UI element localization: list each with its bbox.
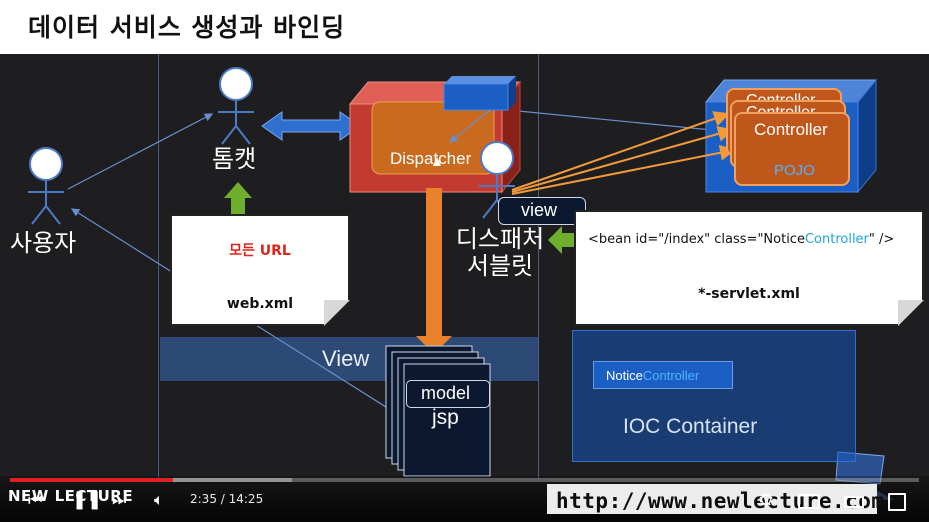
url-banner-bg xyxy=(547,484,877,514)
skip-forward-icon[interactable]: ⏭ xyxy=(112,490,127,509)
model-tag: model xyxy=(406,380,490,408)
ioc-bean: NoticeController xyxy=(593,361,733,389)
web-xml-note: 모든 URL web.xml xyxy=(170,214,350,326)
green-arrow-up xyxy=(224,182,252,214)
web-xml-highlight: 모든 URL xyxy=(229,243,291,259)
view-tag: view xyxy=(498,197,586,225)
page-title: 데이터 서비스 생성과 바인딩 xyxy=(28,13,346,42)
channel-logo: NEW LECTURE xyxy=(8,487,134,505)
progress-played[interactable] xyxy=(10,478,173,482)
tomcat-dispatcher-arrow xyxy=(261,111,361,141)
theater-icon[interactable] xyxy=(844,496,864,508)
pojo-label: POJO xyxy=(774,162,815,179)
note-fold xyxy=(324,300,350,326)
green-arrow-left xyxy=(548,226,576,254)
user-figure xyxy=(28,147,64,225)
title-bar: 데이터 서비스 생성과 바인딩 xyxy=(0,0,929,54)
note-fold xyxy=(898,300,924,326)
volume-icon[interactable]: 🔈︎ xyxy=(154,490,164,509)
lane-divider xyxy=(538,54,539,479)
time-display: 2:35 / 14:25 xyxy=(190,492,264,506)
pause-icon[interactable]: ❚❚ xyxy=(72,489,103,510)
controller-label: Controller xyxy=(754,120,828,139)
settings-icon[interactable]: ⚙ xyxy=(758,490,775,511)
controller-card-front: Controller POJO xyxy=(734,112,850,186)
progress-track[interactable] xyxy=(10,478,919,482)
orange-down-arrow xyxy=(416,188,452,354)
handler-box xyxy=(443,76,516,111)
skip-back-icon[interactable]: ⏮ xyxy=(28,490,43,509)
url-banner: http://www.newlecture.com xyxy=(556,489,885,513)
controller-line xyxy=(511,144,736,195)
controller-line xyxy=(511,111,730,191)
fullscreen-icon[interactable] xyxy=(888,493,906,511)
request-line xyxy=(67,113,214,190)
lookup-line xyxy=(497,108,733,133)
servlet-xml-note: <bean id="/index" class="NoticeControlle… xyxy=(574,210,924,326)
web-xml-file: web.xml xyxy=(226,296,294,312)
controller-line xyxy=(511,126,734,193)
dispatcher-servlet-label: 디스패처 서블릿 xyxy=(455,225,545,280)
jsp-label: jsp xyxy=(432,406,459,429)
ioc-label: IOC Container xyxy=(623,415,758,438)
servlet-xml-file: *-servlet.xml xyxy=(698,286,800,302)
miniplayer-icon[interactable] xyxy=(798,494,820,509)
handler-line xyxy=(449,109,491,143)
mouse-cursor xyxy=(433,157,441,166)
user-label: 사용자 xyxy=(10,229,77,257)
lane-divider xyxy=(158,54,159,479)
view-band-label: View xyxy=(322,346,370,371)
tomcat-figure xyxy=(218,67,254,145)
video-slide[interactable]: View xyxy=(0,54,929,522)
dispatcher-label: Dispatcher xyxy=(390,149,472,168)
tomcat-label: 톰캣 xyxy=(212,145,257,173)
bean-definition: <bean id="/index" class="NoticeControlle… xyxy=(588,232,895,247)
ioc-container: NoticeController IOC Container xyxy=(572,330,856,462)
